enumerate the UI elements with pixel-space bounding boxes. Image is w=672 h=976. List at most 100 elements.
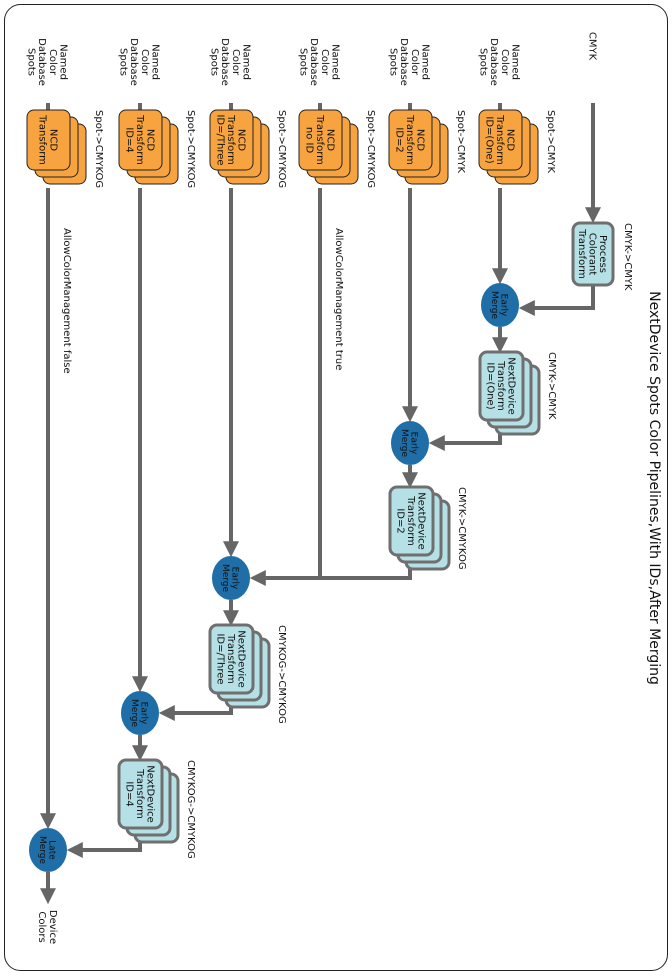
input-named-color-spots: NamedColorDatabaseSpots [388, 38, 431, 86]
early-merge-node-circle [391, 421, 429, 465]
nextdevice-transform-box-text-line: ID=4 [124, 781, 135, 806]
nextdevice-transform-box-type-label: CMYK->CMYKOG [456, 487, 467, 570]
ncd-transform-box-text-line: Transform [314, 114, 325, 165]
nextdevice-transform-box-text: NextDeviceTransformID=4 [124, 765, 156, 823]
ncd-transform-box-text-line: Transform [225, 114, 236, 165]
nextdevice-transform-box-type-label: CMYKOG->CMYKOG [276, 625, 287, 724]
late-merge-node[interactable]: LateMerge [29, 828, 67, 872]
input-named-color-spots-line: Color [319, 49, 330, 76]
ncd-transform-box[interactable]: NCDTransformID=2 [388, 109, 449, 185]
ncd-transform-box-card [118, 109, 163, 171]
input-named-color-spots-line: Spots [26, 48, 37, 76]
nextdevice-transform-box-text-line: Transform [495, 360, 506, 411]
early-merge-node[interactable]: EarlyMerge [212, 556, 250, 600]
input-named-color-spots-line: Spots [298, 48, 309, 76]
ncd-transform-box-type-label: Spot->CMYKOG [185, 110, 196, 188]
early-merge-node-text-line: Early [139, 702, 149, 725]
nextdevice-transform-box[interactable]: NextDeviceTransformID=/Three [208, 623, 271, 709]
process-colorant-transform-box-type-label: CMYK->CMYK [622, 223, 633, 291]
connector-arrow [518, 285, 595, 316]
early-merge-node[interactable]: EarlyMerge [121, 691, 159, 735]
input-named-color-spots-line: Named [419, 44, 430, 80]
diagram-title-line: NextDevice Spots Color Pipelines,With ID… [646, 291, 662, 685]
nextdevice-transform-box-text: NextDeviceTransformID=(One) [485, 357, 517, 415]
input-named-color-spots-line: Color [499, 49, 510, 76]
nextdevice-transform-box-card [117, 758, 164, 830]
nextdevice-transform-box-type-label: CMYK->CMYK [546, 352, 557, 420]
ncd-transform-box-type-label: Spot->CMYKOG [93, 110, 104, 188]
ncd-transform-box-card [209, 109, 254, 171]
input-named-color-spots-line: Database [128, 38, 139, 86]
ncd-transform-box[interactable]: NCDTransform [26, 109, 87, 185]
ncd-transform-box-text: NCDTransform [37, 114, 59, 165]
ncd-transform-box-card [26, 109, 71, 171]
ncd-transform-box-text-line: no ID [304, 127, 315, 154]
early-merge-node-text-line: Merge [220, 564, 230, 593]
early-merge-node[interactable]: EarlyMerge [481, 283, 519, 327]
early-merge-node-text-line: Merge [129, 699, 139, 728]
input-named-color-spots: NamedColorDatabaseSpots [26, 38, 69, 86]
early-merge-node-text-line: Merge [399, 429, 409, 458]
diagram-title: NextDevice Spots Color Pipelines,With ID… [646, 291, 662, 685]
nextdevice-transform-box-text: NextDeviceTransformID=/Three [215, 630, 247, 688]
output-device-colors: DeviceColors [36, 910, 58, 944]
nextdevice-transform-box-text-line: NextDevice [145, 765, 156, 823]
nextdevice-transform-box-text-line: ID=(One) [485, 362, 496, 409]
nextdevice-transform-box-text-line: NextDevice [506, 357, 517, 415]
ncd-transform-box-text-line: Transform [494, 114, 505, 165]
early-merge-node-text: EarlyMerge [399, 429, 419, 458]
ncd-transform-box-text-line: Transform [404, 114, 415, 165]
process-colorant-transform-box[interactable]: ProcessColorantTransform [571, 221, 615, 287]
input-named-color-spots-line: Spots [209, 48, 220, 76]
process-colorant-transform-box-card [571, 221, 615, 287]
nextdevice-transform-box[interactable]: NextDeviceTransformID=2 [388, 485, 451, 571]
input-named-color-spots-line: Color [230, 49, 241, 76]
ncd-transform-box-type-label: Spot->CMYKOG [276, 110, 287, 188]
input-cmyk-line: CMYK [587, 32, 598, 61]
input-named-color-spots: NamedColorDatabaseSpots [298, 38, 341, 86]
nextdevice-transform-box-text-line: Transform [225, 633, 236, 684]
nextdevice-transform-box-card [208, 623, 255, 695]
late-merge-node-text-line: Late [47, 840, 57, 860]
ncd-transform-box-text-line: ID=(One) [484, 116, 495, 163]
nextdevice-transform-box-card [388, 485, 435, 557]
ncd-transform-box-type-label: Spot->CMYKOG [365, 110, 376, 188]
output-device-colors-line: Colors [36, 911, 47, 942]
ncd-transform-box-text-line: NCD [325, 129, 336, 151]
early-merge-node-text: EarlyMerge [220, 564, 240, 593]
input-named-color-spots-line: Named [509, 44, 520, 80]
early-merge-node-text: EarlyMerge [489, 291, 509, 320]
process-colorant-transform-box-text-line: Transform [576, 228, 587, 279]
ncd-transform-box[interactable]: NCDTransformno ID [298, 109, 359, 185]
ncd-transform-box-text: NCDTransformID=2 [394, 114, 426, 165]
nextdevice-transform-box-text-line: NextDevice [416, 492, 427, 550]
late-merge-node-text: LateMerge [37, 836, 57, 865]
ncd-transform-box-text-line: NCD [145, 129, 156, 151]
early-merge-node-circle [212, 556, 250, 600]
ncd-transform-box[interactable]: NCDTransformID=/Three [209, 109, 270, 185]
input-named-color-spots-line: Spots [478, 48, 489, 76]
input-named-color-spots-line: Database [398, 38, 409, 86]
ncd-transform-box-text-line: ID=4 [124, 127, 135, 152]
ncd-transform-box[interactable]: NCDTransformID=(One) [478, 109, 539, 185]
early-merge-node[interactable]: EarlyMerge [391, 421, 429, 465]
ncd-transform-box-text-line: NCD [236, 129, 247, 151]
input-cmyk: CMYK [587, 32, 598, 61]
process-colorant-transform-box-text: ProcessColorantTransform [576, 228, 608, 279]
nextdevice-transform-box[interactable]: NextDeviceTransformID=(One) [478, 350, 541, 436]
early-merge-node-circle [121, 691, 159, 735]
nextdevice-transform-box-text-line: Transform [405, 495, 416, 546]
late-merge-node-circle [29, 828, 67, 872]
late-merge-node-text-line: Merge [37, 836, 47, 865]
ncd-transform-box[interactable]: NCDTransformID=4 [118, 109, 179, 185]
ncd-transform-box-text-line: Transform [134, 114, 145, 165]
early-merge-node-circle [481, 283, 519, 327]
input-named-color-spots: NamedColorDatabaseSpots [478, 38, 521, 86]
allow-color-management-true-label: AllowColorManagement true [333, 228, 344, 370]
nextdevice-transform-box[interactable]: NextDeviceTransformID=4 [117, 758, 180, 844]
process-colorant-transform-box-text-line: Colorant [587, 233, 598, 276]
input-named-color-spots-line: Database [36, 38, 47, 86]
nextdevice-transform-box-text-line: ID=/Three [215, 633, 226, 684]
input-named-color-spots-line: Color [139, 49, 150, 76]
output-device-colors-line: Device [47, 910, 58, 944]
